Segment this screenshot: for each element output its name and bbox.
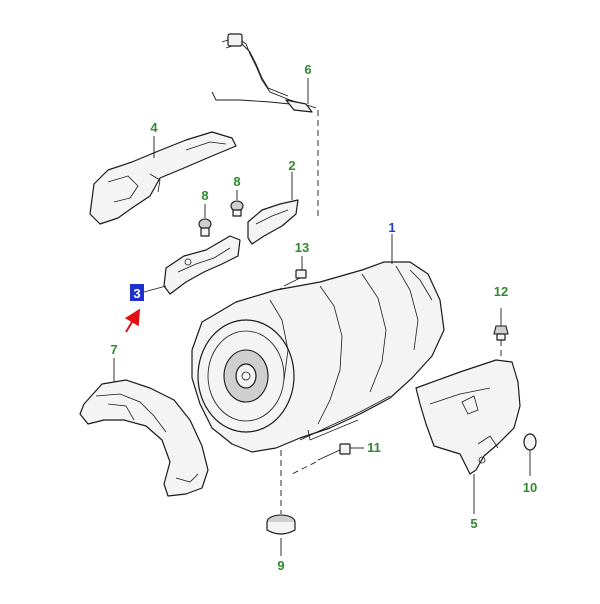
callout-7[interactable]: 7 — [110, 342, 117, 357]
part-5-side-shield — [415, 359, 521, 475]
callout-1[interactable]: 1 — [388, 220, 395, 235]
callout-8-right[interactable]: 8 — [233, 174, 240, 189]
part-6-harness — [211, 33, 319, 220]
selected-callout-box[interactable] — [130, 284, 144, 301]
leader-lines — [113, 78, 475, 556]
selection-arrow — [124, 308, 141, 333]
callout-6[interactable]: 6 — [304, 62, 311, 77]
part-8-bolt-right — [230, 200, 244, 217]
part-10-plug — [523, 433, 537, 476]
callout-12[interactable]: 12 — [494, 284, 508, 299]
callout-2[interactable]: 2 — [288, 158, 295, 173]
part-8-bolt-left — [198, 218, 212, 237]
callout-9[interactable]: 9 — [277, 558, 284, 573]
part-4-heat-shield — [89, 131, 237, 225]
callout-5[interactable]: 5 — [470, 516, 477, 531]
callout-11[interactable]: 11 — [367, 440, 381, 455]
part-7-inner-shield — [79, 379, 209, 497]
part-2-bracket — [247, 199, 299, 245]
part-12-fastener — [493, 308, 509, 358]
part-3-mount-plate — [163, 235, 241, 295]
callout-4[interactable]: 4 — [150, 120, 158, 135]
part-1-transmission — [191, 261, 445, 453]
part-9-mount — [266, 450, 296, 535]
callout-10[interactable]: 10 — [523, 480, 537, 495]
callout-13[interactable]: 13 — [295, 240, 309, 255]
callout-3[interactable]: 3 — [133, 286, 140, 301]
part-11-bolt — [291, 443, 351, 475]
callout-8-left[interactable]: 8 — [201, 188, 208, 203]
